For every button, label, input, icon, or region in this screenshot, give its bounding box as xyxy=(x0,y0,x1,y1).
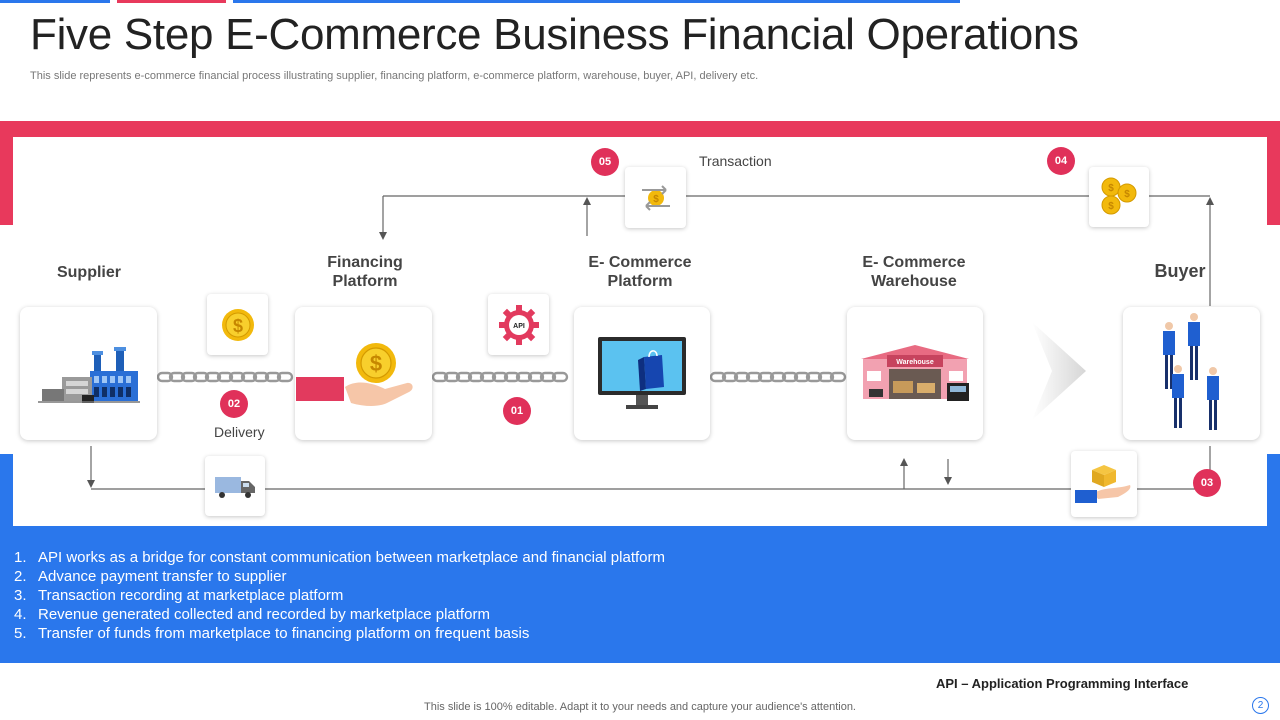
buyer-label: Buyer xyxy=(1154,261,1206,281)
package-hand-icon xyxy=(1075,465,1131,503)
coins-stack-icon: $ $ $ xyxy=(1101,177,1137,215)
steps-list: 1.API works as a bridge for constant com… xyxy=(14,548,665,643)
list-item: 2.Advance payment transfer to supplier xyxy=(14,568,287,585)
top-accent-blue-left xyxy=(0,0,110,3)
svg-text:$: $ xyxy=(1108,201,1114,212)
api-gear-icon: API xyxy=(498,304,539,345)
supplier-card xyxy=(20,307,157,440)
svg-text:$: $ xyxy=(370,351,382,376)
dollar-coin-icon: $ xyxy=(221,308,254,341)
transaction-exchange-box: $ xyxy=(625,167,686,228)
page-title: Five Step E-Commerce Business Financial … xyxy=(30,10,1079,59)
chain-link-2 xyxy=(432,371,569,383)
list-item: 3.Transaction recording at marketplace p… xyxy=(14,587,344,604)
financing-platform-card: $ xyxy=(295,307,432,440)
delivery-truck-box xyxy=(205,456,265,516)
chevron-arrow-icon xyxy=(1032,322,1086,420)
list-item: 1.API works as a bridge for constant com… xyxy=(14,549,665,566)
factory-icon xyxy=(38,347,140,403)
step-badge-01: 01 xyxy=(503,397,531,425)
editable-footer-note: This slide is 100% editable. Adapt it to… xyxy=(424,701,856,713)
ecommerce-platform-card xyxy=(574,307,710,440)
supplier-label: Supplier xyxy=(56,264,121,281)
top-accent-red xyxy=(117,0,226,3)
payment-coin-box: $ xyxy=(207,294,268,355)
chain-link-1 xyxy=(157,371,294,383)
delivery-label: Delivery xyxy=(214,424,265,440)
svg-text:$: $ xyxy=(653,194,659,205)
delivery-truck-icon xyxy=(215,477,255,498)
computer-shopping-icon xyxy=(598,337,686,409)
buyer-card xyxy=(1123,307,1260,440)
warehouse-sign: Warehouse xyxy=(896,359,934,366)
page-subtitle: This slide represents e-commerce financi… xyxy=(30,70,759,82)
api-definition-note: API – Application Programming Interface xyxy=(936,676,1189,691)
step-badge-04: 04 xyxy=(1047,147,1075,175)
chain-link-3 xyxy=(710,371,847,383)
package-handover-box xyxy=(1071,451,1137,517)
exchange-coin-icon: $ xyxy=(641,184,670,211)
page-number: 2 xyxy=(1252,697,1269,714)
top-accent-blue-right xyxy=(233,0,960,3)
buyers-group-icon xyxy=(1163,313,1219,430)
list-item: 5.Transfer of funds from marketplace to … xyxy=(14,625,530,642)
step-badge-03: 03 xyxy=(1193,469,1221,497)
list-item: 4.Revenue generated collected and record… xyxy=(14,606,490,623)
step-badge-02: 02 xyxy=(220,390,248,418)
svg-text:$: $ xyxy=(1108,183,1114,194)
api-gear-text: API xyxy=(513,323,525,330)
svg-text:$: $ xyxy=(232,316,242,336)
step-badge-05: 05 xyxy=(591,148,619,176)
api-gear-box: API xyxy=(488,294,549,355)
ecommerce-warehouse-card: Warehouse xyxy=(847,307,983,440)
svg-text:$: $ xyxy=(1124,189,1130,200)
revenue-coins-box: $ $ $ xyxy=(1089,167,1149,227)
coin-hand-icon: $ xyxy=(296,343,413,406)
transaction-label: Transaction xyxy=(699,153,772,169)
warehouse-icon: Warehouse xyxy=(861,345,969,401)
